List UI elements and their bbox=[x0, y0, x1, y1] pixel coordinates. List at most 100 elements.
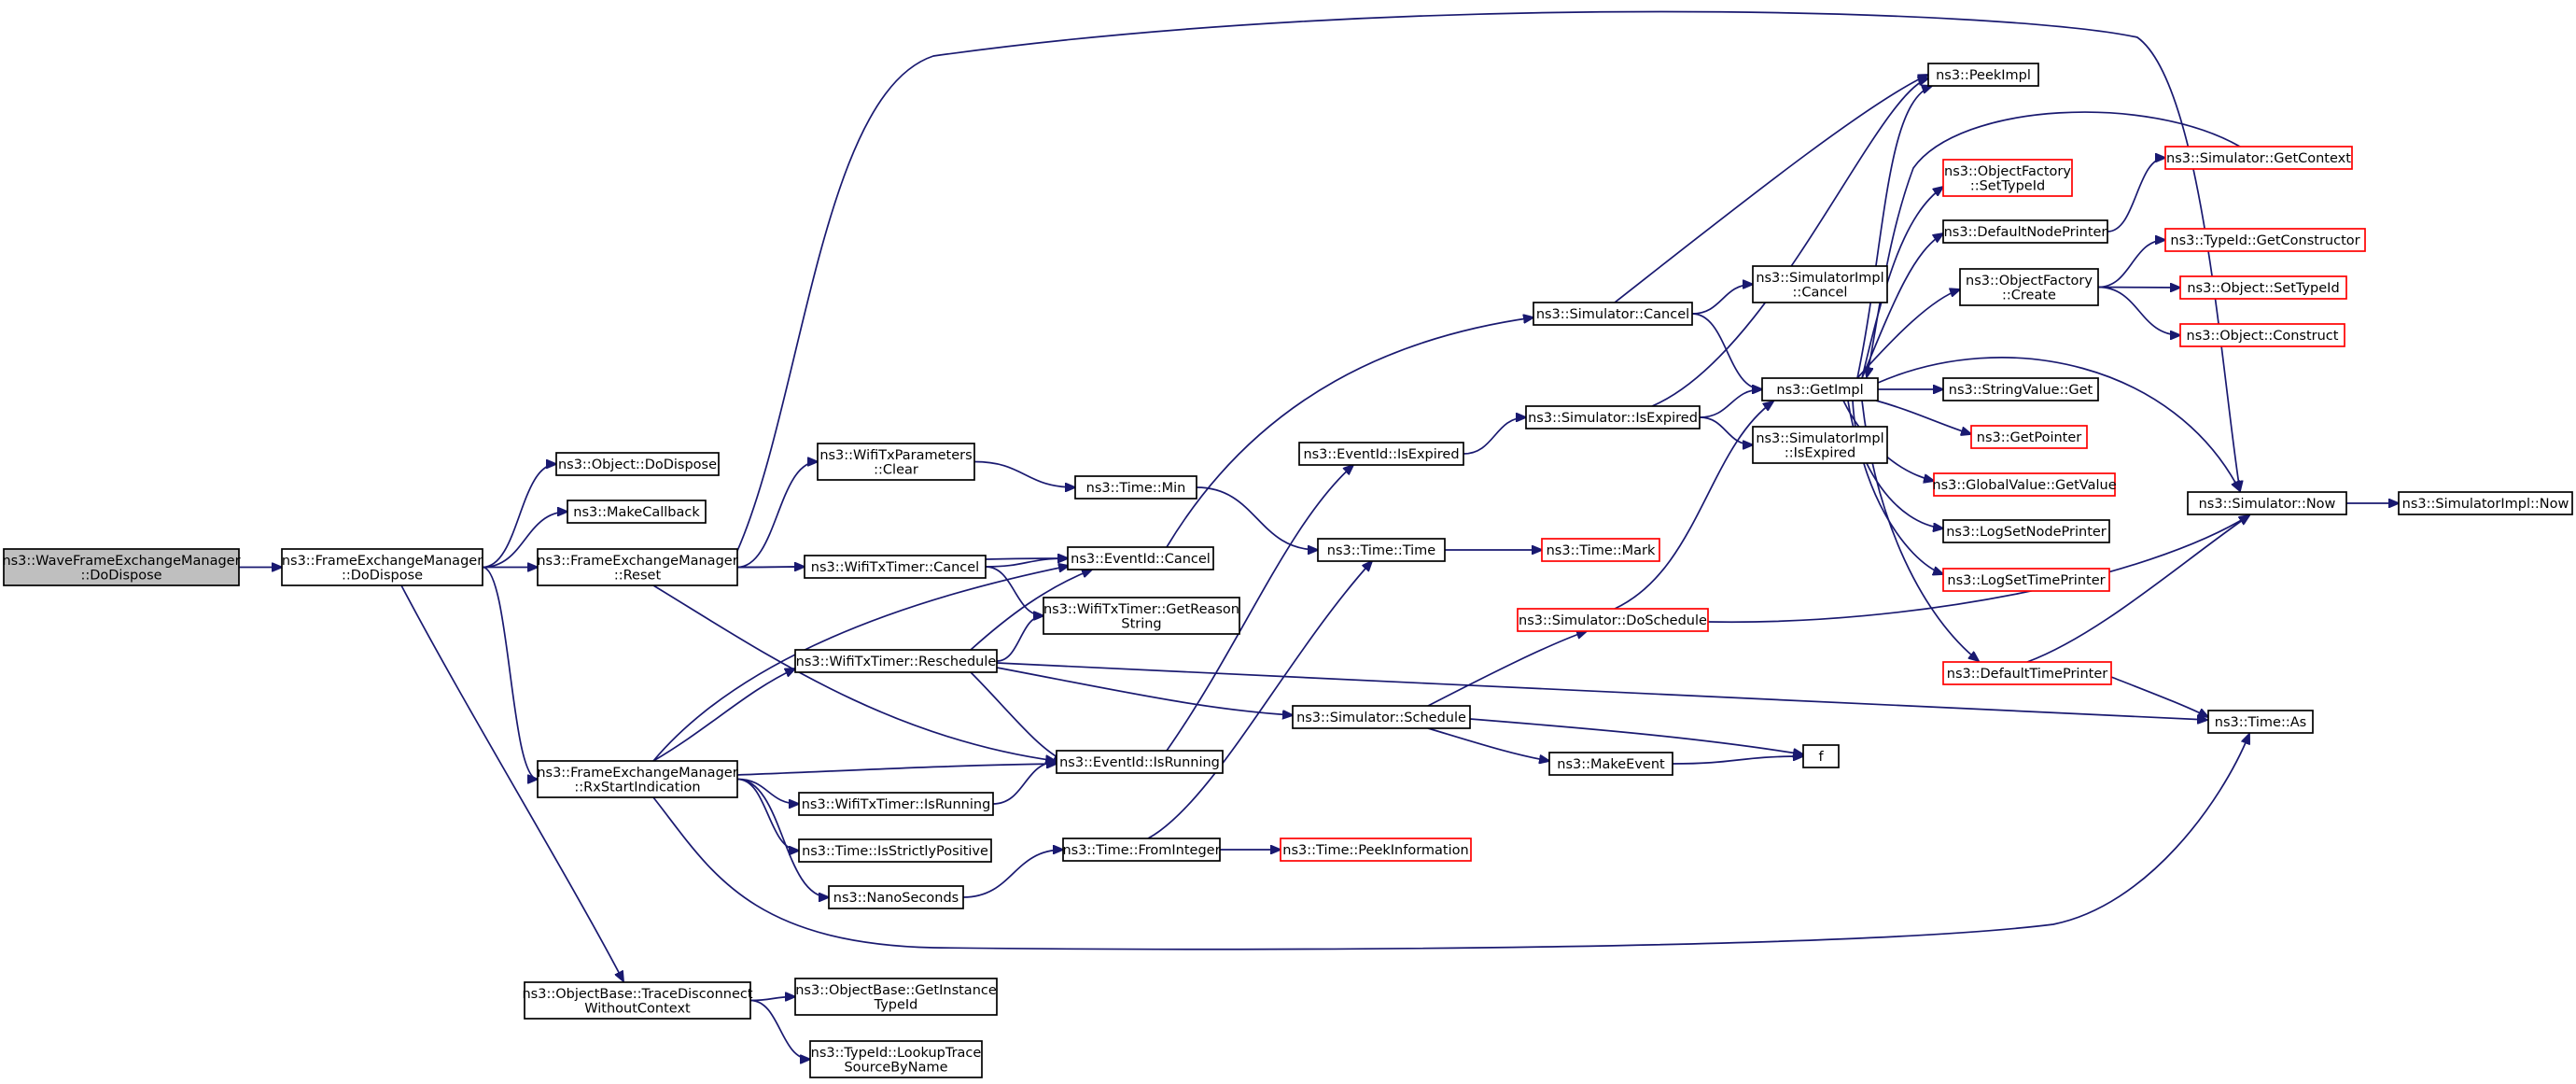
node-simulator_isexpired[interactable]: ns3::Simulator::IsExpired bbox=[1525, 405, 1701, 429]
node-label-line: ns3::WifiTxTimer::Cancel bbox=[811, 560, 979, 575]
node-objectfactory_settypeid[interactable]: ns3::ObjectFactory::SetTypeId bbox=[1942, 159, 2073, 197]
edge-line bbox=[1427, 727, 1549, 761]
node-logsetnodeprinter[interactable]: ns3::LogSetNodePrinter bbox=[1942, 519, 2110, 543]
node-simulatorimpl_now[interactable]: ns3::SimulatorImpl::Now bbox=[2398, 491, 2573, 515]
node-time_frominteger[interactable]: ns3::Time::FromInteger bbox=[1062, 838, 1221, 862]
node-eventid_isrunning[interactable]: ns3::EventId::IsRunning bbox=[1056, 750, 1224, 774]
node-simulator_doschedule[interactable]: ns3::Simulator::DoSchedule bbox=[1517, 608, 1709, 632]
node-peekimpl[interactable]: ns3::PeekImpl bbox=[1927, 63, 2039, 87]
node-time_peekinformation[interactable]: ns3::Time::PeekInformation bbox=[1280, 838, 1472, 862]
node-defaulttimeprinter[interactable]: ns3::DefaultTimePrinter bbox=[1942, 661, 2112, 685]
edge-objectfactory_create-to-object_construct bbox=[2097, 286, 2180, 336]
node-label-line: ns3::FrameExchangeManager bbox=[282, 554, 483, 569]
node-simulatorimpl_isexpired[interactable]: ns3::SimulatorImpl::IsExpired bbox=[1752, 426, 1888, 464]
node-simulator_now[interactable]: ns3::Simulator::Now bbox=[2187, 491, 2347, 515]
edge-time_min-to-time_time bbox=[1196, 486, 1318, 550]
node-box bbox=[1752, 426, 1888, 464]
node-object_settypeid[interactable]: ns3::Object::SetTypeId bbox=[2179, 275, 2347, 300]
node-label-line: ::Reset bbox=[614, 568, 662, 583]
edge-line bbox=[962, 850, 1063, 898]
node-simulatorimpl_cancel[interactable]: ns3::SimulatorImpl::Cancel bbox=[1752, 265, 1888, 303]
edge-getimpl-to-simulator_now bbox=[1877, 357, 2240, 491]
node-makeevent[interactable]: ns3::MakeEvent bbox=[1548, 752, 1673, 776]
edge-fem_rxstart-to-eventid_isrunning bbox=[736, 764, 1057, 776]
node-getimpl[interactable]: ns3::GetImpl bbox=[1761, 377, 1879, 401]
node-fem_reset[interactable]: ns3::FrameExchangeManager::Reset bbox=[537, 548, 738, 586]
edge-eventid_cancel-to-simulator_cancel bbox=[1166, 317, 1533, 548]
edge-simulator_schedule-to-f bbox=[1469, 718, 1803, 754]
edge-line bbox=[1856, 86, 1932, 379]
node-wifitxtimer_cancel[interactable]: ns3::WifiTxTimer::Cancel bbox=[804, 555, 987, 579]
edge-eventid_isexpired-to-simulator_isexpired bbox=[1463, 417, 1526, 455]
node-globalvalue_getvalue[interactable]: ns3::GlobalValue::GetValue bbox=[1932, 472, 2117, 497]
node-label-line: ns3::TypeId::LookupTrace bbox=[811, 1046, 982, 1061]
node-typeid_getconstructor[interactable]: ns3::TypeId::GetConstructor bbox=[2164, 228, 2366, 252]
node-box bbox=[1074, 475, 1197, 500]
nodes-layer: ns3::WaveFrameExchangeManager::DoDispose… bbox=[2, 63, 2573, 1078]
node-label-line: ns3::WifiTxTimer::GetReason bbox=[1043, 602, 1239, 617]
node-object_dodispose[interactable]: ns3::Object::DoDispose bbox=[555, 452, 720, 476]
node-f[interactable]: f bbox=[1802, 744, 1840, 768]
edge-line bbox=[1672, 756, 1803, 765]
node-box bbox=[1942, 661, 2112, 685]
node-eventid_cancel[interactable]: ns3::EventId::Cancel bbox=[1067, 546, 1214, 570]
node-label-line: String bbox=[1121, 616, 1161, 631]
node-simulator_getcontext[interactable]: ns3::Simulator::GetContext bbox=[2164, 146, 2353, 170]
node-box bbox=[1533, 302, 1693, 326]
node-nanoseconds[interactable]: ns3::NanoSeconds bbox=[828, 885, 964, 909]
node-label-line: ns3::LogSetNodePrinter bbox=[1946, 525, 2107, 540]
node-box bbox=[794, 978, 998, 1016]
node-label-line: ns3::Time::Min bbox=[1086, 481, 1186, 496]
node-time_mark[interactable]: ns3::Time::Mark bbox=[1541, 538, 1660, 562]
node-makecallback[interactable]: ns3::MakeCallback bbox=[567, 500, 707, 524]
edge-getimpl-to-objectfactory_settypeid bbox=[1861, 187, 1943, 379]
edge-makeevent-to-f bbox=[1672, 756, 1803, 765]
node-label-line: ns3::GetPointer bbox=[1977, 430, 2082, 445]
node-box bbox=[2179, 323, 2345, 347]
node-wifitxparams_clear[interactable]: ns3::WifiTxParameters::Clear bbox=[817, 443, 975, 481]
node-stringvalue_get[interactable]: ns3::StringValue::Get bbox=[1942, 377, 2099, 401]
node-time_time[interactable]: ns3::Time::Time bbox=[1317, 538, 1446, 562]
node-label-line: ns3::WaveFrameExchangeManager bbox=[2, 554, 240, 569]
node-object_construct[interactable]: ns3::Object::Construct bbox=[2179, 323, 2345, 347]
node-box bbox=[1970, 425, 2088, 449]
edge-line bbox=[970, 570, 1092, 651]
node-simulator_cancel[interactable]: ns3::Simulator::Cancel bbox=[1533, 302, 1693, 326]
node-simulator_schedule[interactable]: ns3::Simulator::Schedule bbox=[1292, 705, 1471, 729]
node-box bbox=[1043, 597, 1240, 635]
node-box bbox=[2164, 228, 2366, 252]
node-time_min[interactable]: ns3::Time::Min bbox=[1074, 475, 1197, 500]
edge-line bbox=[2097, 288, 2180, 289]
node-label-line: ns3::Simulator::Schedule bbox=[1296, 711, 1466, 725]
node-label-line: ns3::Time::As bbox=[2215, 715, 2306, 730]
node-eventid_isexpired[interactable]: ns3::EventId::IsExpired bbox=[1298, 442, 1464, 466]
edge-wifitxtimer_reschedule-to-wifitxtimer_getreasonstring bbox=[996, 616, 1043, 662]
node-box bbox=[2187, 491, 2347, 515]
node-objectbase_tracedisc[interactable]: ns3::ObjectBase::TraceDisconnectWithoutC… bbox=[522, 981, 753, 1020]
node-label-line: ns3::ObjectBase::GetInstance bbox=[795, 983, 997, 998]
node-logsettimeprinter[interactable]: ns3::LogSetTimePrinter bbox=[1942, 568, 2110, 592]
node-box bbox=[798, 792, 994, 816]
edge-line bbox=[996, 616, 1043, 662]
node-fem_dodispose[interactable]: ns3::FrameExchangeManager::DoDispose bbox=[281, 548, 483, 586]
node-box bbox=[537, 548, 738, 586]
node-objectfactory_create[interactable]: ns3::ObjectFactory::Create bbox=[1959, 268, 2099, 306]
node-defaultnodeprinter[interactable]: ns3::DefaultNodePrinter bbox=[1942, 219, 2108, 244]
node-time_as[interactable]: ns3::Time::As bbox=[2207, 710, 2314, 734]
node-label-line: ns3::Object::SetTypeId bbox=[2187, 281, 2339, 296]
node-label-line: ns3::DefaultTimePrinter bbox=[1947, 667, 2107, 682]
edge-simulator_schedule-to-simulator_doschedule bbox=[1427, 631, 1587, 707]
node-fem_rxstart[interactable]: ns3::FrameExchangeManager::RxStartIndica… bbox=[537, 760, 738, 798]
node-getpointer[interactable]: ns3::GetPointer bbox=[1970, 425, 2088, 449]
edge-line bbox=[400, 584, 623, 981]
edge-line bbox=[2026, 515, 2249, 663]
node-time_isstrictlypositive[interactable]: ns3::Time::IsStrictlyPositive bbox=[798, 838, 992, 863]
node-wifitxtimer_isrunning[interactable]: ns3::WifiTxTimer::IsRunning bbox=[798, 792, 994, 816]
node-wifitxtimer_reschedule[interactable]: ns3::WifiTxTimer::Reschedule bbox=[794, 649, 998, 673]
node-box bbox=[2179, 275, 2347, 300]
edge-line bbox=[996, 662, 2207, 720]
edge-line bbox=[2097, 240, 2165, 289]
